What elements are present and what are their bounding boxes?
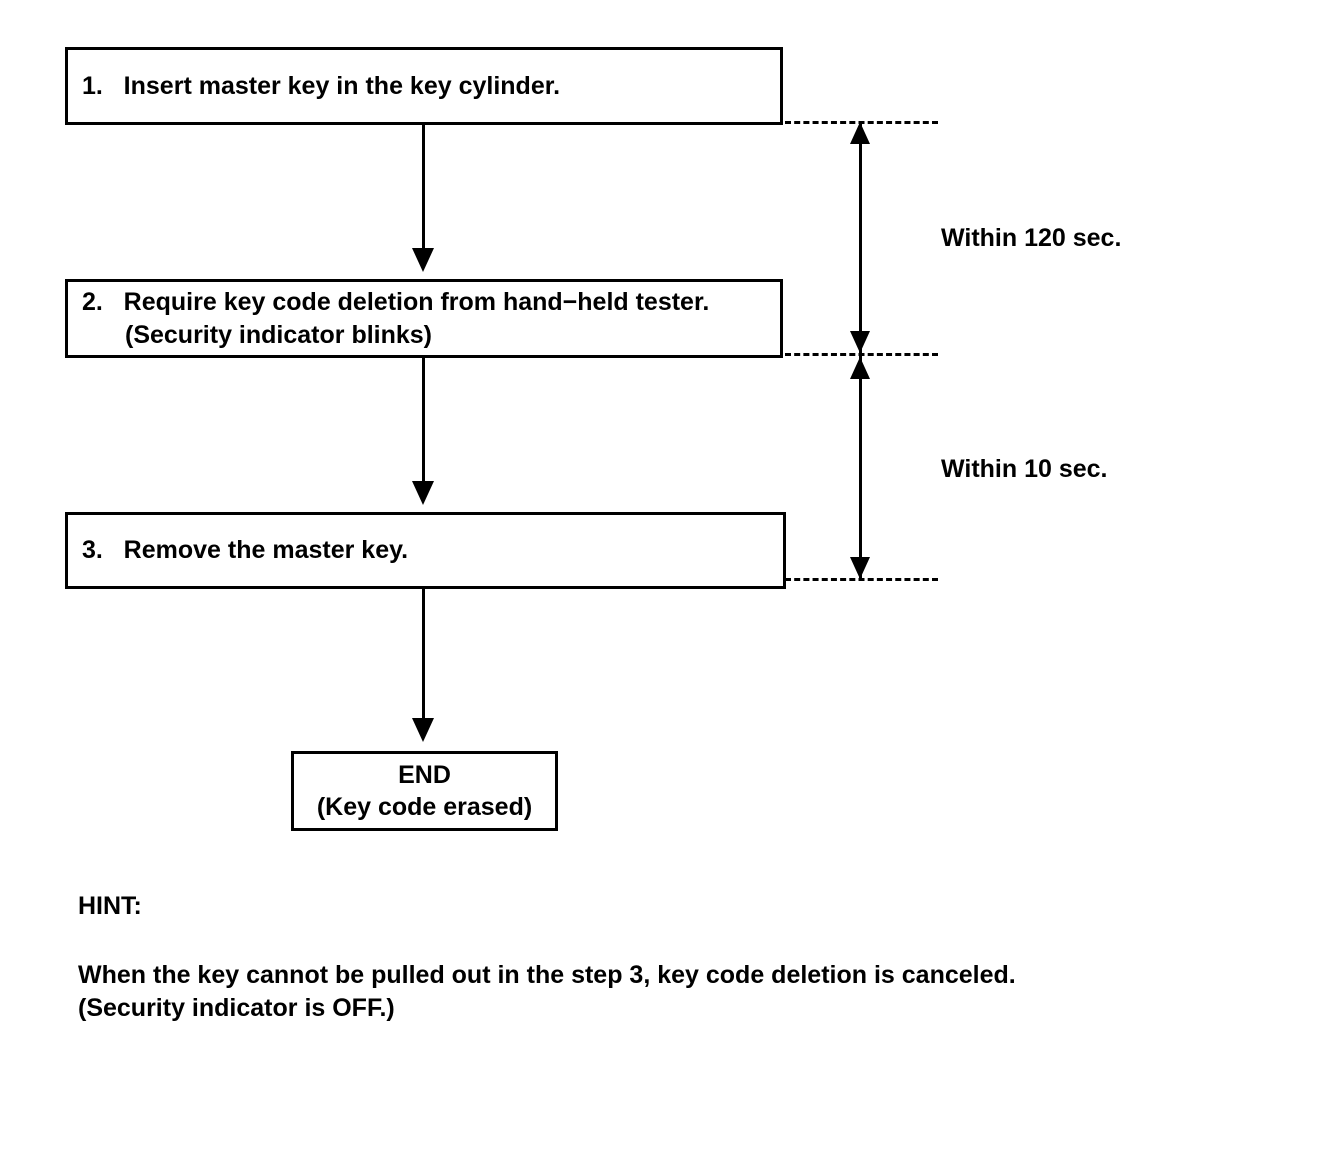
connector-step1-to-step2 (422, 125, 425, 255)
hint-block: HINT: When the key cannot be pulled out … (78, 892, 1178, 1025)
extension-line-bottom (785, 578, 938, 581)
arrow-up-icon-120sec-top (850, 122, 870, 144)
arrow-down-icon-10sec-bottom (850, 557, 870, 579)
step-2-text-line1: 2. Require key code deletion from hand−h… (82, 288, 710, 316)
extension-line-middle (785, 353, 938, 356)
terminator-box-end: END (Key code erased) (291, 751, 558, 831)
arrow-down-icon-120sec-bottom (850, 331, 870, 353)
process-box-step-3: 3. Remove the master key. (65, 512, 786, 589)
dimension-line-within-10-sec (859, 356, 862, 578)
arrow-down-icon-step3 (412, 481, 434, 505)
end-label: END (398, 761, 451, 789)
step-2-text-line2: (Security indicator blinks) (125, 320, 433, 349)
process-box-step-1: 1. Insert master key in the key cylinder… (65, 47, 783, 125)
hint-title: HINT: (78, 892, 142, 920)
connector-step3-to-end (422, 589, 425, 725)
timing-label-within-10-sec: Within 10 sec. (941, 455, 1108, 483)
step-1-text: 1. Insert master key in the key cylinder… (82, 71, 561, 100)
timing-label-within-120-sec: Within 120 sec. (941, 224, 1122, 252)
arrow-down-icon-step2 (412, 248, 434, 272)
process-box-step-2: 2. Require key code deletion from hand−h… (65, 279, 783, 358)
end-sublabel: (Key code erased) (316, 793, 533, 821)
hint-body: When the key cannot be pulled out in the… (78, 959, 1178, 1025)
connector-step2-to-step3 (422, 358, 425, 486)
hint-line-2: (Security indicator is OFF.) (78, 994, 395, 1022)
dimension-line-within-120-sec (859, 123, 862, 353)
arrow-down-icon-end (412, 718, 434, 742)
arrow-up-icon-10sec-top (850, 357, 870, 379)
step-3-text: 3. Remove the master key. (82, 536, 409, 565)
hint-line-1: When the key cannot be pulled out in the… (78, 961, 1016, 989)
